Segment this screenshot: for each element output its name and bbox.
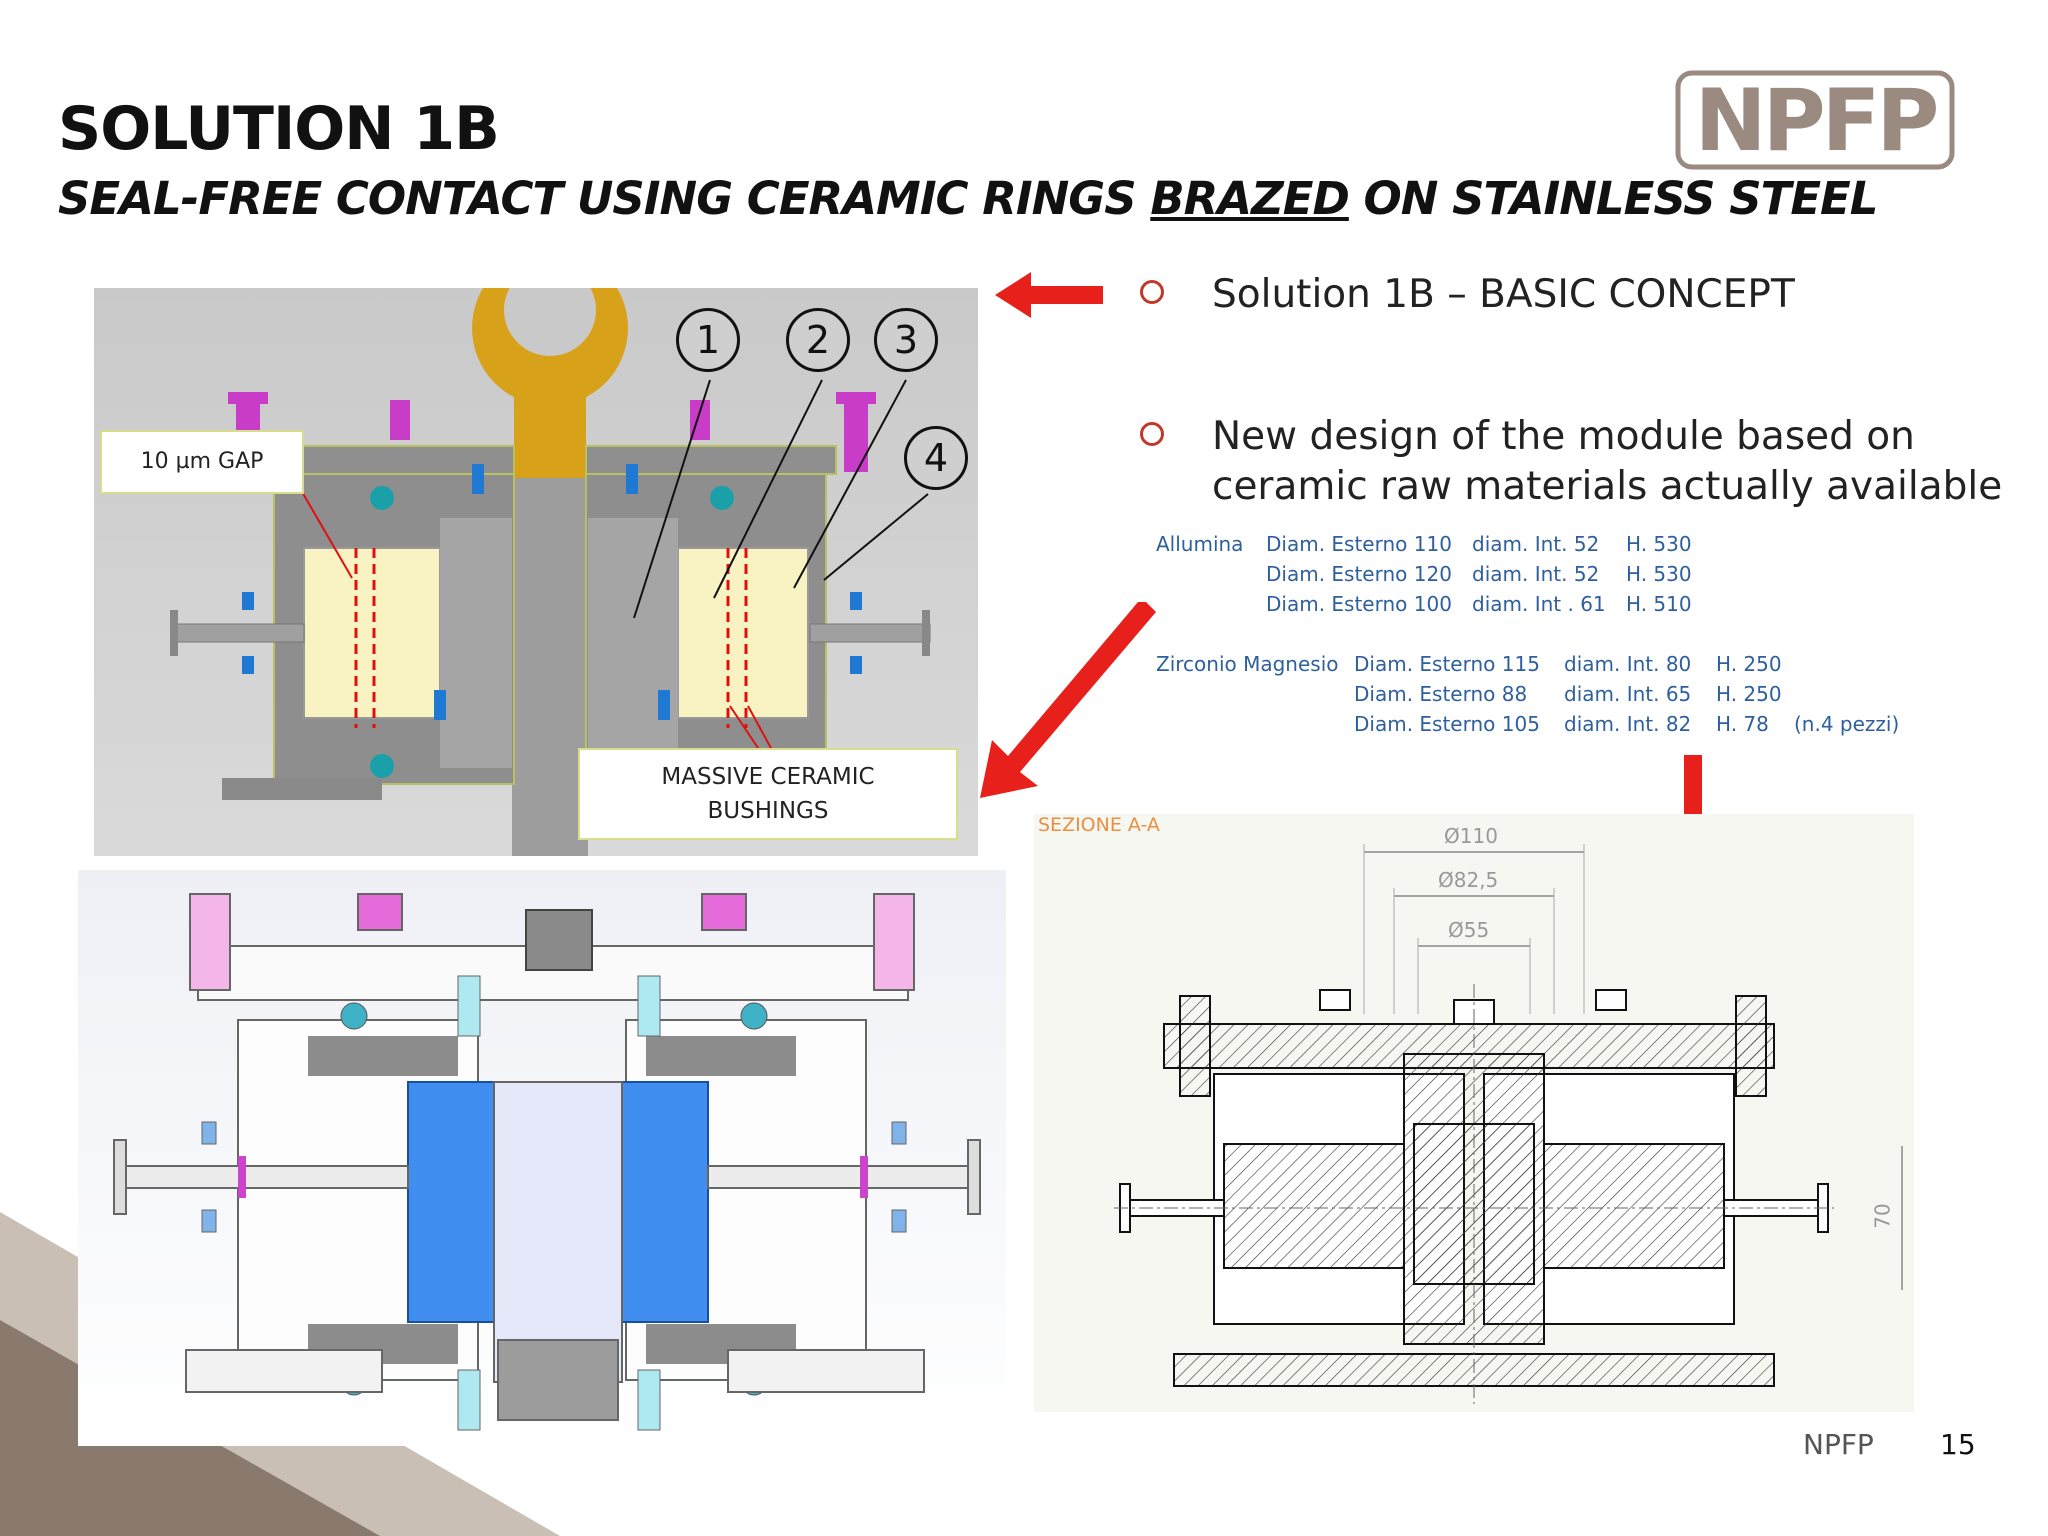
allumina-row-2-int: diam. Int. 52 <box>1472 562 1600 586</box>
zirconio-row-3-ext: Diam. Esterno 105 <box>1354 712 1540 736</box>
section-label: SEZIONE A-A <box>1038 814 1160 836</box>
dim-110: Ø110 <box>1444 824 1498 848</box>
gap-label: 10 µm GAP <box>100 430 304 494</box>
callout-4: 4 <box>904 426 968 490</box>
dim-82-5: Ø82,5 <box>1438 868 1499 892</box>
bullet-2-line-2: ceramic raw materials actually available <box>1212 464 2003 509</box>
bushings-label-line-2: BUSHINGS <box>707 798 829 824</box>
zirconio-row-3-h: H. 78 <box>1716 712 1769 736</box>
callout-1: 1 <box>676 308 740 372</box>
allumina-row-3-int: diam. Int . 61 <box>1472 592 1606 616</box>
bullet-ring-icon <box>1140 422 1164 446</box>
zirconio-row-1-h: H. 250 <box>1716 652 1782 676</box>
footer-label: NPFP <box>1803 1428 1874 1461</box>
arrow-down-left-icon <box>980 602 1156 798</box>
zirconio-row-2-ext: Diam. Esterno 88 <box>1354 682 1528 706</box>
render-cross-section <box>78 870 1006 1446</box>
allumina-row-1-h: H. 530 <box>1626 532 1692 556</box>
concept-cross-section: 10 µm GAP MASSIVE CERAMIC BUSHINGS 1 2 3… <box>94 250 978 856</box>
bullet-ring-icon <box>1140 280 1164 304</box>
zirconio-row-1-int: diam. Int. 80 <box>1564 652 1692 676</box>
npfp-logo: NPFP <box>1675 70 1955 171</box>
subtitle-part-1: SEAL-FREE CONTACT USING CERAMIC RINGS <box>58 172 1151 225</box>
bushings-label-line-1: MASSIVE CERAMIC <box>661 764 875 790</box>
section-drawing: SEZIONE A-A Ø110 Ø82,5 Ø55 70 <box>1034 814 1914 1412</box>
logo-text: NPFP <box>1695 71 1937 170</box>
bullet-1: Solution 1B – BASIC CONCEPT <box>1140 270 1940 330</box>
arrow-left-icon <box>995 272 1103 318</box>
zirconio-row-3-note: (n.4 pezzi) <box>1794 712 1900 736</box>
allumina-label: Allumina <box>1156 532 1244 556</box>
dim-70: 70 <box>1870 1203 1895 1229</box>
allumina-row-1-ext: Diam. Esterno 110 <box>1266 532 1452 556</box>
subtitle-underlined: BRAZED <box>1150 172 1349 225</box>
bullet-1-text: Solution 1B – BASIC CONCEPT <box>1212 272 1795 317</box>
bullet-2: New design of the module based on cerami… <box>1140 412 2003 522</box>
allumina-row-2-ext: Diam. Esterno 120 <box>1266 562 1452 586</box>
bushings-label: MASSIVE CERAMIC BUSHINGS <box>578 748 958 840</box>
callout-3: 3 <box>874 308 938 372</box>
allumina-row-3-ext: Diam. Esterno 100 <box>1266 592 1452 616</box>
materials-list: Allumina Diam. Esterno 110 diam. Int. 52… <box>1156 532 1916 742</box>
zirconio-row-3-int: diam. Int. 82 <box>1564 712 1692 736</box>
allumina-row-3-h: H. 510 <box>1626 592 1692 616</box>
page-title: SOLUTION 1B <box>58 94 500 164</box>
bullet-2-line-1: New design of the module based on <box>1212 414 1915 459</box>
dim-55: Ø55 <box>1448 918 1490 942</box>
page-number: 15 <box>1940 1428 1976 1461</box>
callout-2: 2 <box>786 308 850 372</box>
allumina-row-1-int: diam. Int. 52 <box>1472 532 1600 556</box>
page-subtitle: SEAL-FREE CONTACT USING CERAMIC RINGS BR… <box>58 172 1878 225</box>
zirconio-row-2-int: diam. Int. 65 <box>1564 682 1692 706</box>
zirconio-row-1-ext: Diam. Esterno 115 <box>1354 652 1540 676</box>
zirconio-label: Zirconio Magnesio <box>1156 652 1339 676</box>
zirconio-row-2-h: H. 250 <box>1716 682 1782 706</box>
allumina-row-2-h: H. 530 <box>1626 562 1692 586</box>
subtitle-part-2: ON STAINLESS STEEL <box>1348 172 1878 225</box>
